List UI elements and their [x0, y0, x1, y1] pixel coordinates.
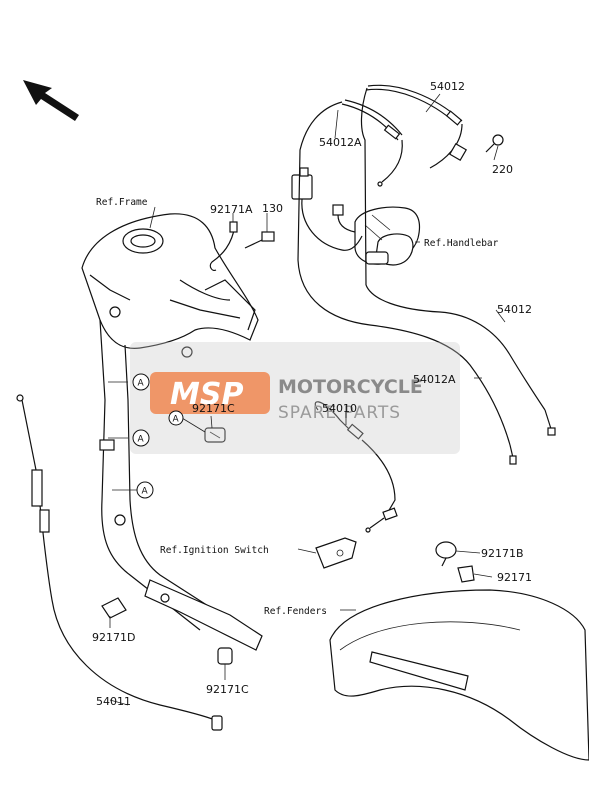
label-92171A: 92171A — [210, 203, 253, 216]
throttle-cable-54012-upper — [360, 84, 468, 286]
svg-text:A: A — [173, 415, 180, 425]
clamp-92171A — [209, 221, 238, 271]
label-92171B: 92171B — [481, 547, 524, 560]
watermark-title: MOTORCYCLE — [278, 376, 423, 398]
ref-handlebar-label: Ref.Handlebar — [424, 238, 499, 249]
label-54011: 54011 — [96, 695, 131, 708]
label-54012-top: 54012 — [430, 80, 465, 93]
throttle-cable-54012A-upper — [297, 99, 403, 261]
label-92171C-mid: 92171C — [192, 402, 235, 415]
label-54012A-top: 54012A — [319, 136, 362, 149]
callout-a-1: A — [132, 373, 150, 391]
starter-cable-54010 — [314, 401, 398, 533]
watermark-subtitle: SPARE PARTS — [278, 403, 401, 423]
callout-a-2: A — [168, 410, 184, 426]
front-direction-arrow-icon — [23, 80, 79, 121]
motorcycle-frame — [81, 213, 263, 651]
clutch-cable-54011 — [16, 394, 223, 731]
ref-ignition-switch-label: Ref.Ignition Switch — [160, 545, 269, 556]
throttle-cable-54012-lower — [365, 284, 556, 436]
leader-lines — [108, 93, 506, 706]
clamp-92171C-bottom — [217, 647, 233, 665]
label-54012-right: 54012 — [497, 303, 532, 316]
svg-text:A: A — [138, 435, 145, 445]
label-220: 220 — [492, 163, 513, 176]
label-92171D: 92171D — [92, 631, 135, 644]
svg-text:A: A — [138, 379, 145, 389]
watermark: MSP MOTORCYCLE SPARE PARTS — [130, 342, 460, 454]
adjuster-bolt-220 — [485, 134, 504, 153]
label-54010: 54010 — [322, 402, 357, 415]
clamp-92171D — [101, 597, 127, 619]
clamp-92171C-mid — [204, 427, 226, 443]
bolt-130 — [244, 231, 275, 249]
handlebar-switch-housing — [354, 206, 421, 266]
label-92171C-bottom: 92171C — [206, 683, 249, 696]
callout-a-3: A — [132, 429, 150, 447]
label-54012A-right: 54012A — [413, 373, 456, 386]
label-130: 130 — [262, 202, 283, 215]
clamp-92171B — [435, 541, 457, 567]
watermark-logo: MSP — [170, 377, 243, 412]
rear-fender — [329, 589, 589, 761]
label-92171: 92171 — [497, 571, 532, 584]
ref-fenders-label: Ref.Fenders — [264, 606, 327, 617]
callout-a-4: A — [136, 481, 154, 499]
clamp-92171 — [457, 565, 475, 583]
switch-connector — [291, 167, 363, 251]
ignition-switch-bracket — [315, 537, 357, 569]
ref-frame-label: Ref.Frame — [96, 197, 148, 208]
throttle-cable-54012A-lower — [297, 259, 517, 465]
svg-text:A: A — [142, 487, 149, 497]
